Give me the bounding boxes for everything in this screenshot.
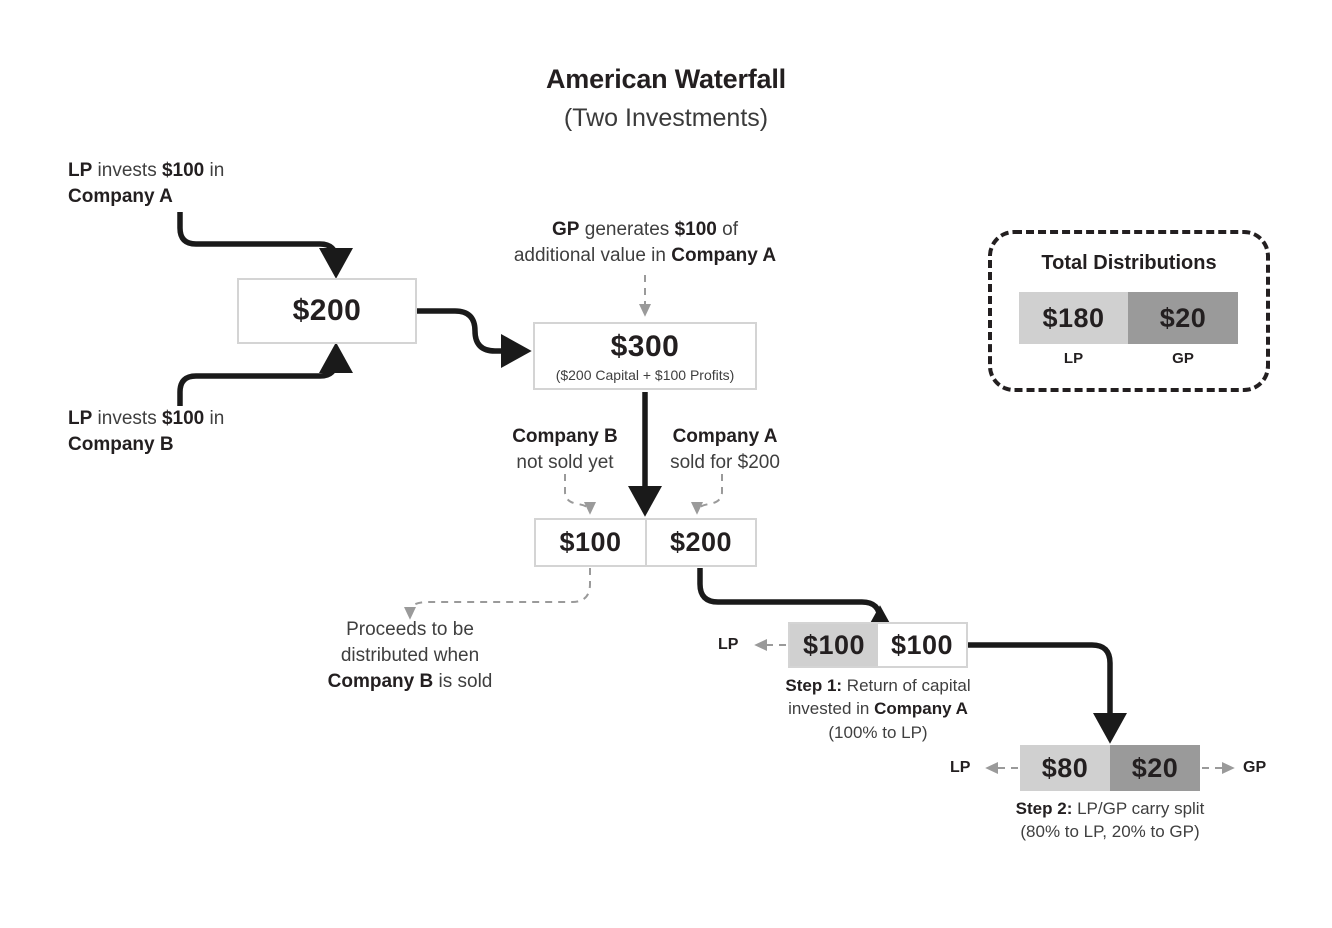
step2-lp-label: LP	[950, 759, 971, 776]
proceeds-split-box: $100 $200	[534, 518, 757, 567]
step2-lp-cell: $80	[1020, 745, 1110, 791]
step2-caption: Step 2: LP/GP carry split (80% to LP, 20…	[980, 797, 1240, 844]
pending-line-1: Proceeds to be	[346, 619, 474, 640]
step2-gp-label: GP	[1243, 759, 1267, 776]
total-gp-label: GP	[1172, 350, 1194, 367]
company-a-token: Company A	[68, 185, 173, 207]
arrow-invest-b	[177, 342, 354, 406]
step1-caption-label: Step 1:	[785, 676, 843, 695]
note-company-a-name: Company A	[672, 426, 778, 447]
step1-caption-invested: invested in	[788, 699, 875, 719]
step1-caption-company: Company A	[874, 699, 968, 719]
total-gp-cell: $20	[1128, 292, 1238, 344]
note-pending-distribution: Proceeds to be distributed when Company …	[300, 617, 520, 694]
page-subtitle: (Two Investments)	[563, 104, 769, 132]
note-company-a-status: sold for $200	[670, 451, 780, 473]
lp-token-a: LP	[68, 160, 93, 181]
step1-lp-label: LP	[718, 636, 739, 653]
note-company-b: Company B not sold yet	[485, 424, 645, 476]
step1-caption: Step 1: Return of capital invested in Co…	[748, 674, 1008, 744]
guide-pending-note	[404, 568, 591, 620]
note-company-a: Company A sold for $200	[645, 424, 805, 476]
in-text-b: in	[204, 408, 225, 429]
note-company-b-name: Company B	[512, 426, 618, 447]
step2-distribution-box: $80 $20	[1020, 745, 1200, 791]
step1-remaining-cell: $100	[878, 624, 966, 666]
guide-company-a	[691, 474, 723, 515]
total-lp-label: LP	[1063, 350, 1084, 367]
step2-gp-cell: $20	[1110, 745, 1200, 791]
step2-caption-percent: (80% to LP, 20% to GP)	[1020, 822, 1200, 842]
step1-caption-text: Return of capital	[842, 676, 971, 695]
pending-company-b-token: Company B	[327, 670, 434, 692]
of-text: of	[716, 219, 738, 240]
arrow-capital-to-value	[417, 308, 532, 369]
portfolio-value-detail: ($200 Capital + $100 Profits)	[555, 366, 735, 383]
total-distributions-title: Total Distributions	[1041, 252, 1217, 274]
additional-value-text: additional value in	[513, 244, 672, 266]
guide-company-b	[564, 474, 596, 515]
portfolio-value-amount: $300	[610, 329, 680, 363]
company-b-token: Company B	[68, 433, 174, 455]
gp-company-a-token: Company A	[671, 244, 777, 266]
generates-text: generates	[579, 219, 675, 240]
page-title: American Waterfall	[546, 64, 786, 94]
label-lp-invests-company-b: LP invests $100 in Company B	[68, 406, 368, 458]
label-lp-invests-company-a: LP invests $100 in Company A	[68, 158, 368, 210]
step2-caption-text: LP/GP carry split	[1072, 799, 1205, 818]
gp-token: GP	[552, 219, 580, 240]
step1-distribution-box: $100 $100	[788, 622, 968, 668]
capital-pool-box: $200	[237, 278, 417, 344]
lp-token-b: LP	[68, 408, 93, 429]
proceeds-company-a-cell: $200	[644, 520, 755, 565]
pending-is-sold-text: is sold	[433, 670, 493, 692]
pending-line-2: distributed when	[340, 644, 480, 666]
invests-text-a: invests	[92, 160, 162, 181]
total-distributions-bar: $180 $20	[1019, 292, 1238, 344]
step1-caption-percent: (100% to LP)	[828, 722, 928, 742]
in-text-a: in	[204, 160, 225, 181]
step1-lp-cell: $100	[790, 624, 878, 666]
note-company-b-status: not sold yet	[516, 451, 614, 473]
capital-pool-amount: $200	[292, 294, 362, 327]
portfolio-value-box: $300 ($200 Capital + $100 Profits)	[533, 322, 757, 390]
step2-caption-label: Step 2:	[1015, 799, 1073, 818]
amount-token-a: $100	[161, 160, 205, 181]
note-gp-value-creation: GP generates $100 of additional value in…	[485, 217, 805, 269]
invests-text-b: invests	[92, 408, 162, 429]
arrow-split-to-step1	[697, 568, 898, 637]
total-lp-cell: $180	[1019, 292, 1128, 344]
amount-token-b: $100	[161, 408, 205, 429]
proceeds-company-b-cell: $100	[559, 527, 622, 557]
arrow-invest-a	[177, 212, 354, 279]
gp-amount-token: $100	[674, 219, 717, 240]
